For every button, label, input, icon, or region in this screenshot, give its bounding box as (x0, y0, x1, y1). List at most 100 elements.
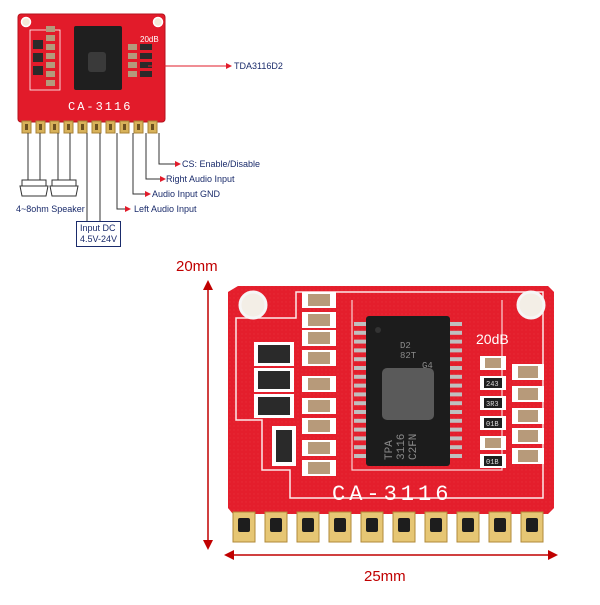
speaker-left-icon (19, 179, 49, 197)
audio-gnd-label: Audio Input GND (152, 189, 221, 199)
capacitor (302, 330, 336, 346)
resistor: 3R3 (480, 396, 506, 410)
capacitor (512, 448, 544, 464)
chip-leg (448, 410, 462, 414)
header-pin (424, 511, 448, 543)
capacitor (480, 356, 506, 370)
chip-leg (448, 330, 462, 335)
height-label: 20mm (176, 258, 218, 275)
chip-leg (354, 383, 368, 388)
chip-leg (354, 322, 368, 326)
resistor: 243 (480, 376, 506, 390)
chip-leg (448, 366, 462, 370)
right-audio-label: Right Audio Input (166, 174, 235, 184)
header-pins (232, 511, 544, 543)
header-pin (360, 511, 384, 543)
chip-leg (354, 357, 368, 362)
chip-leg (354, 418, 368, 423)
silk-model: CA-3116 (332, 482, 452, 507)
width-label: 25mm (364, 568, 406, 585)
chip-leg (354, 454, 368, 458)
small-gain-label: 20dB (140, 35, 159, 44)
chip-leg (448, 427, 462, 432)
chip-leg (448, 401, 462, 406)
chip-leg (448, 339, 462, 344)
capacitor (302, 418, 336, 434)
input-dc-line1: Input DC (80, 223, 116, 233)
width-dimension (224, 550, 558, 560)
chip-leg (448, 348, 462, 353)
header-pin (63, 120, 74, 134)
chip-leg (448, 436, 462, 441)
chip-text: C2FN (408, 434, 420, 460)
chip-leg (354, 392, 368, 397)
chip-leg (354, 427, 368, 432)
gain-label: 20dB (476, 331, 509, 347)
capacitor (512, 364, 544, 380)
arrow-icon (125, 206, 131, 212)
chip-leg (354, 374, 368, 379)
header-pin (488, 511, 512, 543)
input-dc-line2: 4.5V-24V (80, 234, 118, 244)
arrow-down-icon (203, 540, 213, 550)
capacitor (302, 440, 336, 456)
chip-leg (448, 383, 462, 388)
mount-hole (20, 16, 32, 28)
left-audio-label: Left Audio Input (134, 204, 197, 214)
chip-leg (448, 445, 462, 450)
tda-label: TDA3116D2 (234, 61, 283, 71)
header-pin (21, 120, 32, 134)
header-pin (232, 511, 256, 543)
header-pin (119, 120, 130, 134)
chip-leg (354, 348, 368, 353)
header-pin (147, 120, 158, 134)
header-pin (296, 511, 320, 543)
chip-leg (354, 330, 368, 335)
resistor-code: 3R3 (486, 401, 499, 409)
wiring (27, 133, 178, 222)
capacitor (302, 350, 336, 366)
capacitor (302, 312, 336, 328)
chip-leg (354, 366, 368, 370)
chip-leg (354, 401, 368, 406)
mount-hole (238, 290, 268, 320)
capacitor (480, 436, 506, 450)
wire-arrows (125, 161, 181, 212)
resistor-code: 01B (486, 421, 499, 429)
capacitor (302, 376, 336, 392)
header-pin (133, 120, 144, 134)
arrow-left-icon (224, 550, 234, 560)
arrow-icon (175, 161, 181, 167)
height-dimension (203, 280, 213, 550)
chip-mark: G4 (422, 361, 433, 371)
header-pin (456, 511, 480, 543)
header-pin (49, 120, 60, 134)
header-pin (77, 120, 88, 134)
speaker-label: 4~8ohm Speaker (16, 204, 85, 214)
chip-leg (448, 392, 462, 397)
cs-label: CS: Enable/Disable (182, 159, 261, 169)
header-pin (264, 511, 288, 543)
capacitor (302, 292, 336, 308)
mount-hole (516, 290, 546, 320)
small-board-pins (21, 120, 158, 134)
header-pin (520, 511, 544, 543)
header-pin (392, 511, 416, 543)
chip-leg (354, 445, 368, 450)
resistor: 01B (480, 416, 506, 430)
capacitor (302, 460, 336, 476)
left-components (254, 342, 296, 466)
capacitor-column (302, 292, 336, 476)
arrow-right-icon (548, 550, 558, 560)
small-silk-model: CA-3116 (68, 100, 132, 114)
header-pin (105, 120, 116, 134)
arrow-up-icon (203, 280, 213, 290)
capacitor-column (512, 364, 544, 464)
arrow-icon (145, 191, 151, 197)
chip-leg (354, 410, 368, 414)
chip-text: 3116 (396, 434, 408, 460)
